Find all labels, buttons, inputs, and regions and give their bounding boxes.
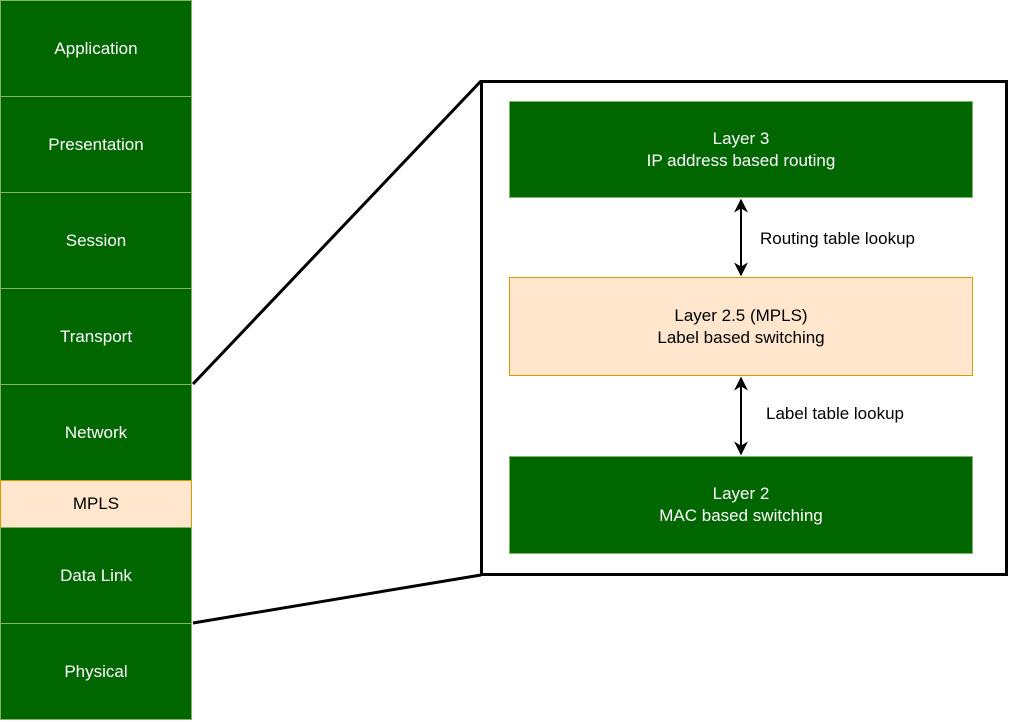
osi-layer-stack: Application Presentation Session Transpo… (0, 0, 194, 722)
layer3-description: IP address based routing (646, 150, 836, 170)
label-table-lookup-label: Label table lookup (766, 404, 905, 423)
layer2-description: MAC based switching (659, 506, 823, 525)
layer-label: Presentation (48, 134, 144, 154)
layer-transport: Transport (0, 288, 192, 385)
layer-presentation: Presentation (0, 96, 192, 193)
layer-application: Application (0, 0, 192, 97)
layer-label: MPLS (72, 494, 120, 513)
layer-label: Network (64, 422, 128, 442)
layer2-title: Layer 2 (712, 484, 770, 503)
layer3-box: Layer 3 IP address based routing (509, 101, 973, 198)
layer-label: Transport (59, 326, 133, 346)
layer-session: Session (0, 192, 192, 289)
zoom-line-bottom (192, 573, 482, 625)
layer-label: Physical (64, 661, 128, 681)
layer-data-link: Data Link (0, 527, 192, 624)
layer25-description: Label based switching (657, 327, 825, 347)
layer-label: Session (65, 230, 127, 250)
layer2-box: Layer 2 MAC based switching (509, 456, 973, 554)
layer-physical: Physical (0, 623, 192, 720)
layer-label: Data Link (60, 565, 132, 585)
layer25-box: Layer 2.5 (MPLS) Label based switching (509, 277, 973, 376)
routing-table-lookup-label: Routing table lookup (760, 229, 916, 248)
layer3-title: Layer 3 (712, 128, 770, 148)
zoom-line-top (191, 79, 483, 386)
layer25-title: Layer 2.5 (MPLS) (674, 305, 808, 325)
layer-mpls: MPLS (0, 480, 192, 528)
layer-network: Network (0, 384, 192, 481)
layer-label: Application (54, 38, 138, 58)
